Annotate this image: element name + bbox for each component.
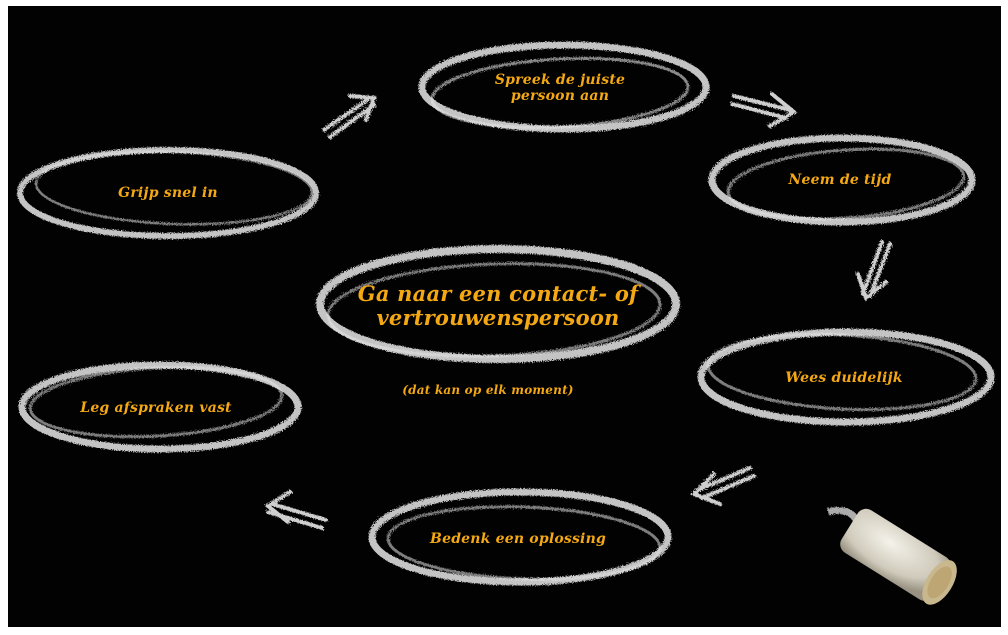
- step-grijp-label: Grijp snel in: [118, 185, 218, 201]
- center-label: Ga naar een contact- of vertrouwensperso…: [358, 282, 639, 330]
- arrow-bedenk-to-leg: [268, 492, 326, 528]
- chalk-stick: [828, 505, 964, 610]
- center-line1: Ga naar een contact- of: [358, 282, 639, 306]
- arrow-grijp-to-spreek: [324, 96, 374, 137]
- step-neem-text: Neem de tijd: [789, 172, 892, 188]
- step-leg-text: Leg afspraken vast: [80, 400, 231, 416]
- step-leg-label: Leg afspraken vast: [80, 400, 231, 416]
- arrow-spreek-to-neem: [732, 94, 794, 126]
- step-spreek-line1: Spreek de juiste: [495, 72, 625, 88]
- step-bedenk-label: Bedenk een oplossing: [430, 531, 606, 547]
- step-neem-label: Neem de tijd: [789, 172, 892, 188]
- center-line2: vertrouwenspersoon: [358, 306, 639, 330]
- arrow-wees-to-bedenk: [694, 468, 754, 504]
- center-note-text: (dat kan op elk moment): [402, 384, 573, 398]
- arrow-neem-to-wees: [858, 242, 890, 298]
- step-wees-label: Wees duidelijk: [785, 370, 902, 386]
- step-grijp-text: Grijp snel in: [118, 185, 218, 201]
- step-spreek-label: Spreek de juiste persoon aan: [495, 72, 625, 104]
- center-note: (dat kan op elk moment): [402, 384, 573, 398]
- step-bedenk-text: Bedenk een oplossing: [430, 531, 606, 547]
- chalkboard: Spreek de juiste persoon aan Grijp snel …: [8, 6, 1001, 627]
- step-wees-text: Wees duidelijk: [785, 370, 902, 386]
- step-spreek-line2: persoon aan: [495, 88, 625, 104]
